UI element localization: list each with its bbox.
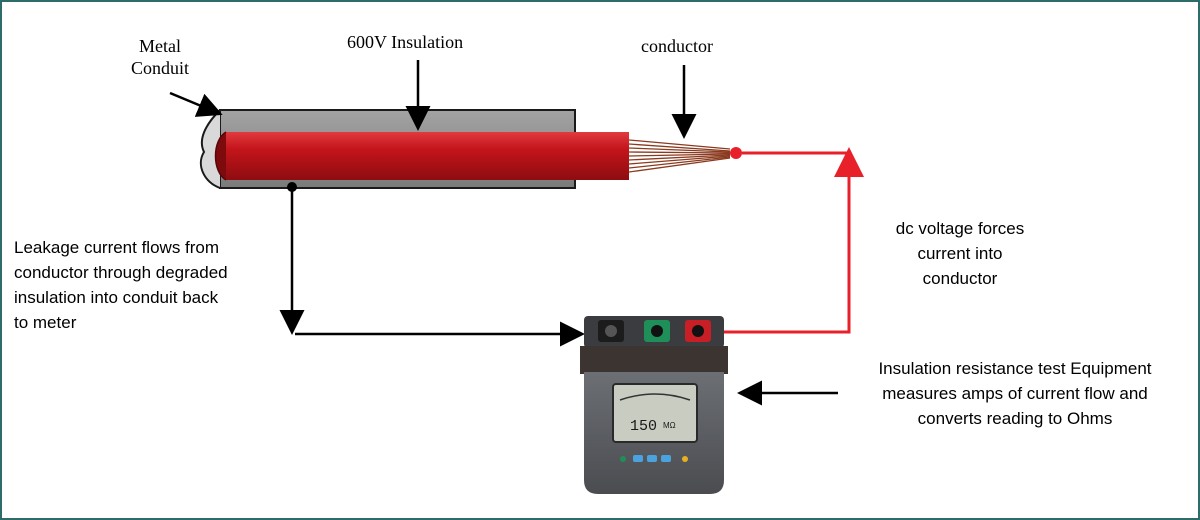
bare-conductor [628, 139, 731, 173]
conductor-label: conductor [641, 36, 713, 56]
leakage-current-label: Leakage current flows from conductor thr… [14, 238, 228, 332]
dc-voltage-label: dc voltage forces current into conductor [895, 219, 1025, 288]
function-button [633, 455, 643, 462]
function-button [661, 455, 671, 462]
red-test-lead [724, 147, 864, 334]
conduit-pointer-arrow [169, 91, 223, 117]
red-clip-connection [730, 147, 742, 159]
meter-unit: MΩ [663, 421, 676, 430]
function-button [647, 455, 657, 462]
meter-reading: 150 [630, 418, 657, 435]
insulation-label: 600V Insulation [347, 32, 464, 52]
metal-conduit-label: Metal Conduit [130, 36, 189, 78]
equipment-label: Insulation resistance test Equipment mea… [878, 359, 1152, 428]
insulation-tester: 150 MΩ [580, 316, 728, 494]
meter-display [612, 383, 698, 443]
power-button [620, 456, 626, 462]
test-button [682, 456, 688, 462]
red-insulation [214, 131, 629, 181]
